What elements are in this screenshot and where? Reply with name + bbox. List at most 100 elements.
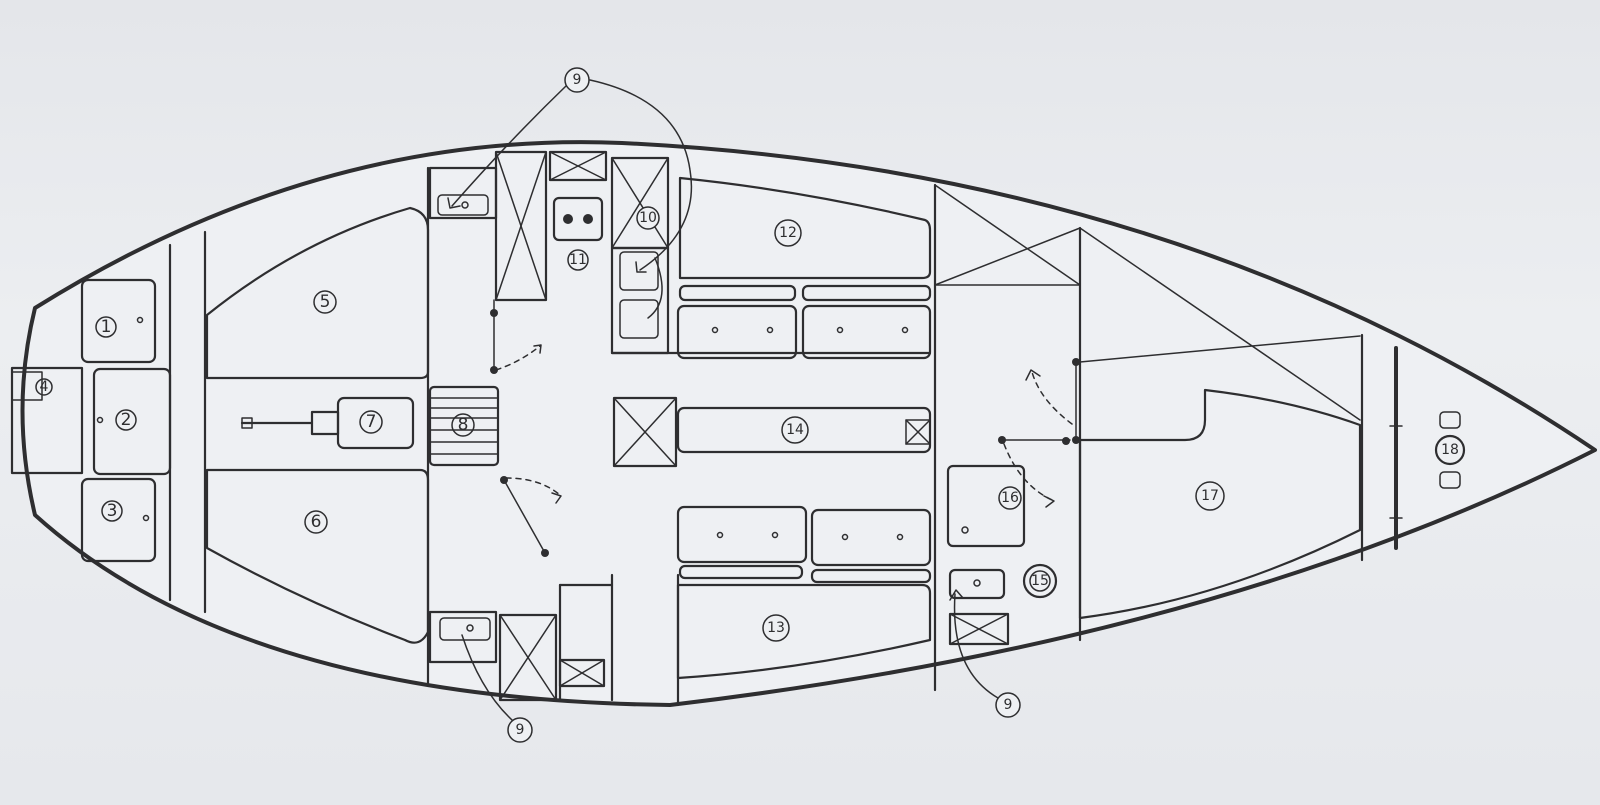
stbd-locker-b bbox=[810, 508, 932, 567]
starboard-settee: 13 bbox=[676, 505, 932, 680]
table-post bbox=[905, 419, 931, 445]
item-1-circle bbox=[95, 316, 117, 338]
forward-locker-16: 16 bbox=[946, 464, 1026, 548]
locker-3 bbox=[80, 477, 157, 563]
galley: 10 bbox=[610, 156, 670, 355]
galley-sink-2 bbox=[619, 299, 659, 339]
windlass-bottom bbox=[1439, 471, 1461, 489]
item-18-label: 18 bbox=[1441, 442, 1459, 458]
stern-fitting bbox=[11, 371, 43, 401]
item-18-circle bbox=[1434, 434, 1466, 466]
item-6-circle bbox=[304, 510, 328, 534]
head: 15 bbox=[948, 563, 1058, 646]
item-9b-label: 9 bbox=[516, 722, 525, 738]
locker-x-b bbox=[548, 150, 608, 182]
stern-panel bbox=[10, 366, 84, 475]
leader-9-aft bbox=[451, 85, 567, 207]
item-14-label: 14 bbox=[786, 422, 804, 438]
locker-1 bbox=[80, 278, 157, 364]
item-15-circle bbox=[1029, 570, 1051, 592]
item-10-circle bbox=[636, 206, 660, 230]
item-1-label: 1 bbox=[101, 317, 112, 337]
locker-x-a bbox=[494, 150, 548, 302]
item-5-label: 5 bbox=[320, 292, 331, 312]
leader-9-stbd bbox=[461, 634, 513, 721]
engine-block bbox=[336, 396, 415, 450]
aft-berth-5: 5 bbox=[205, 206, 430, 380]
engine: 7 bbox=[240, 396, 415, 450]
item-5-circle bbox=[313, 290, 337, 314]
item-16-label: 16 bbox=[1001, 490, 1019, 506]
item-9c-circle bbox=[995, 692, 1021, 718]
item-16-circle bbox=[998, 486, 1022, 510]
door-swing-1 bbox=[495, 345, 541, 371]
item-13-label: 13 bbox=[767, 620, 785, 636]
settee-12-outline bbox=[678, 176, 932, 280]
item-8-circle bbox=[451, 413, 475, 437]
port-settee: 12 bbox=[676, 176, 932, 360]
item-8-label: 8 bbox=[458, 415, 469, 435]
item-10-label: 10 bbox=[639, 210, 657, 226]
aft-starboard-cabinet bbox=[428, 610, 498, 664]
item-3-label: 3 bbox=[107, 501, 118, 521]
cooker: 11 bbox=[552, 196, 604, 271]
head-sink bbox=[948, 568, 1006, 600]
table-locker bbox=[612, 396, 678, 468]
burner-2 bbox=[583, 214, 593, 224]
item-11-label: 11 bbox=[569, 252, 587, 268]
locker-1-handle bbox=[136, 316, 144, 324]
crossed-lockers bbox=[494, 150, 608, 702]
item-14-circle bbox=[781, 416, 809, 444]
stbd-locker-a bbox=[676, 505, 808, 564]
locker-2-handle bbox=[96, 416, 104, 424]
callout-9-top: 9 bbox=[447, 67, 693, 319]
item-12-label: 12 bbox=[779, 225, 797, 241]
settee-13-outline bbox=[676, 583, 932, 680]
item-4-label: 4 bbox=[40, 379, 49, 395]
item-17-circle bbox=[1195, 481, 1225, 511]
item-3-circle bbox=[101, 500, 123, 522]
item-9b-circle bbox=[507, 717, 533, 743]
aft-berth-6: 6 bbox=[205, 468, 430, 644]
galley-sink-1 bbox=[619, 251, 659, 291]
saloon-table: 14 bbox=[612, 396, 932, 468]
companionway-steps: 8 bbox=[428, 385, 500, 467]
door-swing-4 bbox=[1031, 371, 1073, 425]
item-2-label: 2 bbox=[121, 410, 132, 430]
steps-outline bbox=[428, 385, 500, 467]
port-locker-b bbox=[801, 304, 932, 360]
door-stbd-aft bbox=[503, 479, 546, 554]
item-4-circle bbox=[35, 378, 53, 396]
item-6-label: 6 bbox=[311, 512, 322, 532]
head-locker bbox=[948, 612, 1010, 646]
anchor-locker: 18 bbox=[1389, 346, 1466, 550]
item-9a-circle bbox=[564, 67, 590, 93]
berth-6-outline bbox=[205, 468, 430, 644]
item-13-circle bbox=[762, 614, 790, 642]
item-9a-label: 9 bbox=[573, 72, 582, 88]
propeller bbox=[241, 417, 253, 429]
door-swing-2 bbox=[505, 477, 561, 496]
toilet-outer bbox=[1022, 563, 1058, 599]
item-15-label: 15 bbox=[1031, 573, 1049, 589]
item-9c-label: 9 bbox=[1004, 697, 1013, 713]
cooker-outline bbox=[552, 196, 604, 242]
locker-3-handle bbox=[142, 514, 150, 522]
leader-9-head bbox=[953, 593, 999, 699]
callout-9-bottom-left: 9 bbox=[461, 634, 533, 743]
door-swing-3 bbox=[1003, 443, 1053, 501]
berth-17-outline bbox=[1078, 388, 1362, 620]
stern-area: 4 bbox=[10, 366, 84, 475]
callout-9-bottom-right: 9 bbox=[949, 589, 1021, 718]
item-7-label: 7 bbox=[366, 412, 377, 432]
item-11-circle bbox=[567, 249, 589, 271]
item-7-circle bbox=[359, 410, 383, 434]
locker-x-c bbox=[498, 613, 558, 702]
locker-16-outline bbox=[946, 464, 1026, 548]
sink-aft-starboard bbox=[439, 617, 491, 641]
berth-5-outline bbox=[205, 206, 430, 380]
v-berth: 17 bbox=[1078, 227, 1364, 620]
burner-1 bbox=[563, 214, 573, 224]
